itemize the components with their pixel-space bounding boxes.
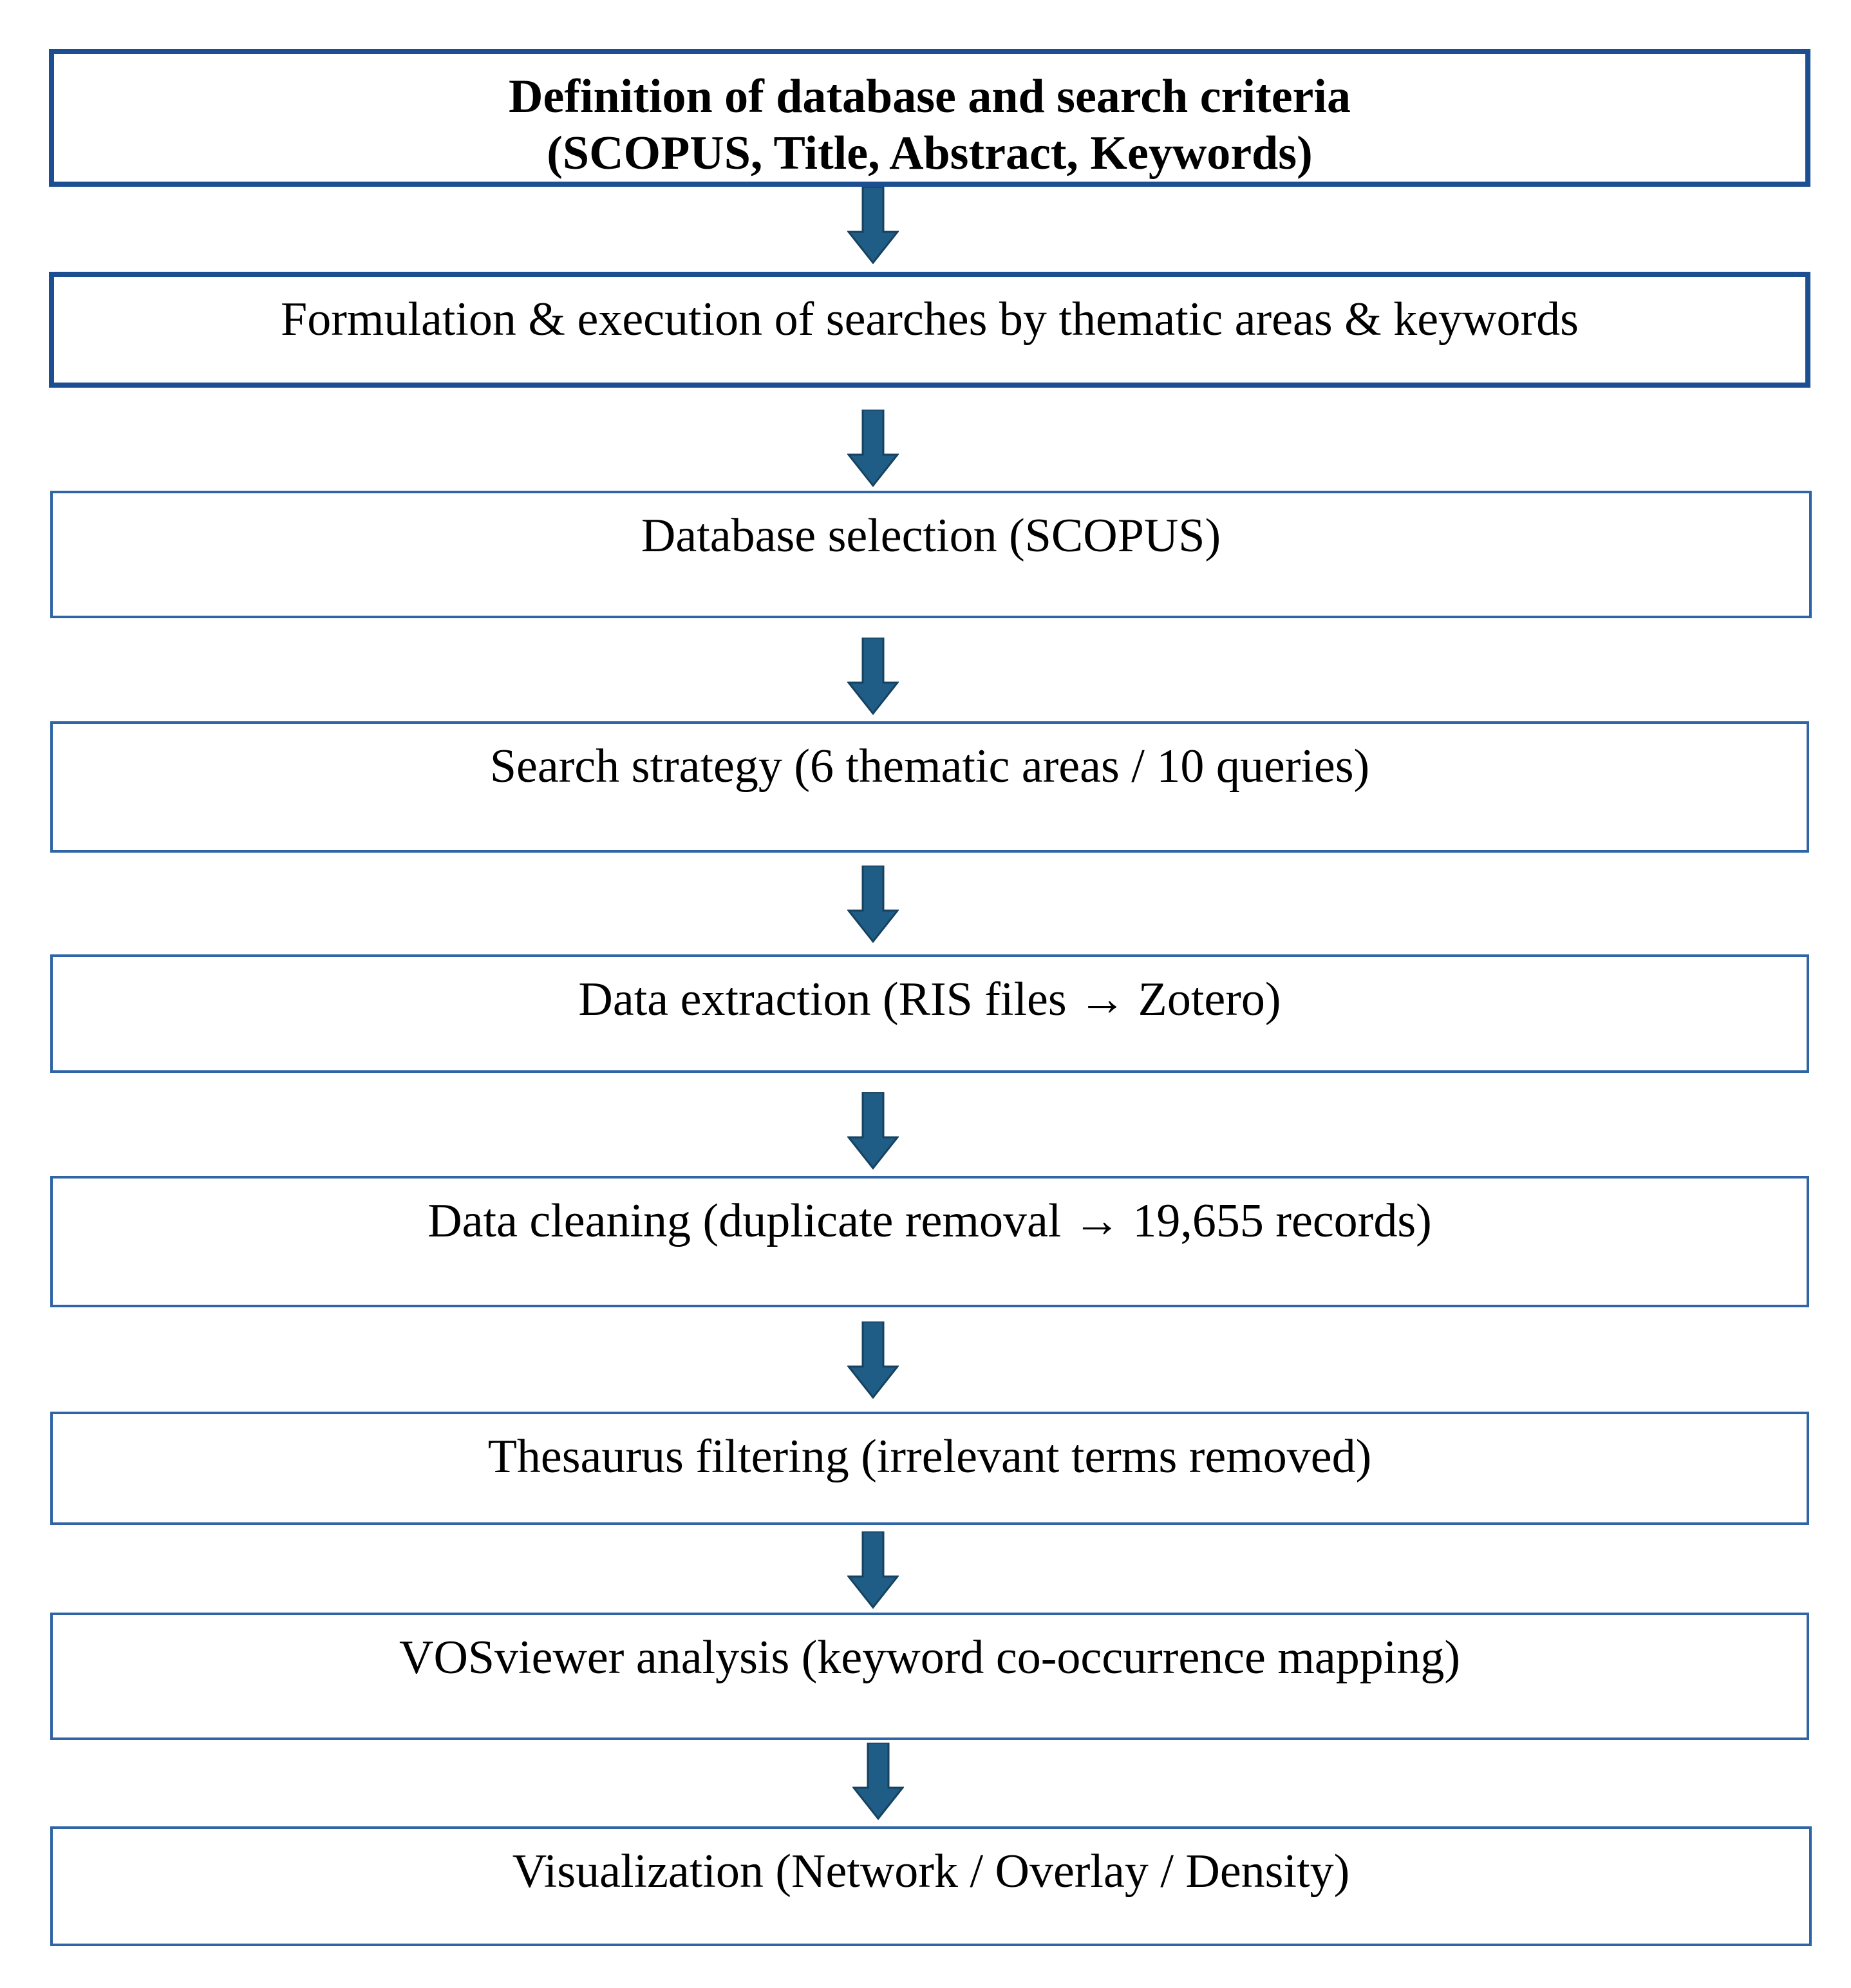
step-label: Thesaurus filtering (irrelevant terms re… [487, 1430, 1372, 1483]
step-search-criteria: Definition of database and search criter… [49, 49, 1810, 187]
arrow-down-icon [847, 410, 899, 487]
step-label: Database selection (SCOPUS) [641, 509, 1221, 562]
step-label: VOSviewer analysis (keyword co-occurrenc… [399, 1631, 1460, 1684]
arrow-down-icon [847, 1321, 899, 1399]
step-formulation: Formulation & execution of searches by t… [49, 272, 1810, 388]
arrow-down-icon [847, 638, 899, 715]
arrow-down-icon [852, 1743, 904, 1820]
step-search-strategy: Search strategy (6 thematic areas / 10 q… [50, 721, 1809, 853]
step-vosviewer-analysis: VOSviewer analysis (keyword co-occurrenc… [50, 1613, 1809, 1740]
step-label: Formulation & execution of searches by t… [281, 293, 1579, 346]
step-label: Definition of database and search criter… [509, 70, 1351, 180]
arrow-down-icon [847, 1531, 899, 1609]
step-visualization: Visualization (Network / Overlay / Densi… [50, 1826, 1812, 1946]
step-thesaurus-filtering: Thesaurus filtering (irrelevant terms re… [50, 1412, 1809, 1525]
arrow-down-icon [847, 866, 899, 943]
step-label: Visualization (Network / Overlay / Densi… [512, 1845, 1350, 1898]
step-data-cleaning: Data cleaning (duplicate removal → 19,65… [50, 1176, 1809, 1307]
step-label: Data cleaning (duplicate removal → 19,65… [428, 1195, 1432, 1247]
step-data-extraction: Data extraction (RIS files → Zotero) [50, 954, 1809, 1073]
arrow-down-icon [847, 187, 899, 264]
arrow-down-icon [847, 1092, 899, 1169]
step-label: Data extraction (RIS files → Zotero) [578, 973, 1281, 1026]
step-database-selection: Database selection (SCOPUS) [50, 491, 1812, 618]
step-label: Search strategy (6 thematic areas / 10 q… [489, 740, 1370, 793]
